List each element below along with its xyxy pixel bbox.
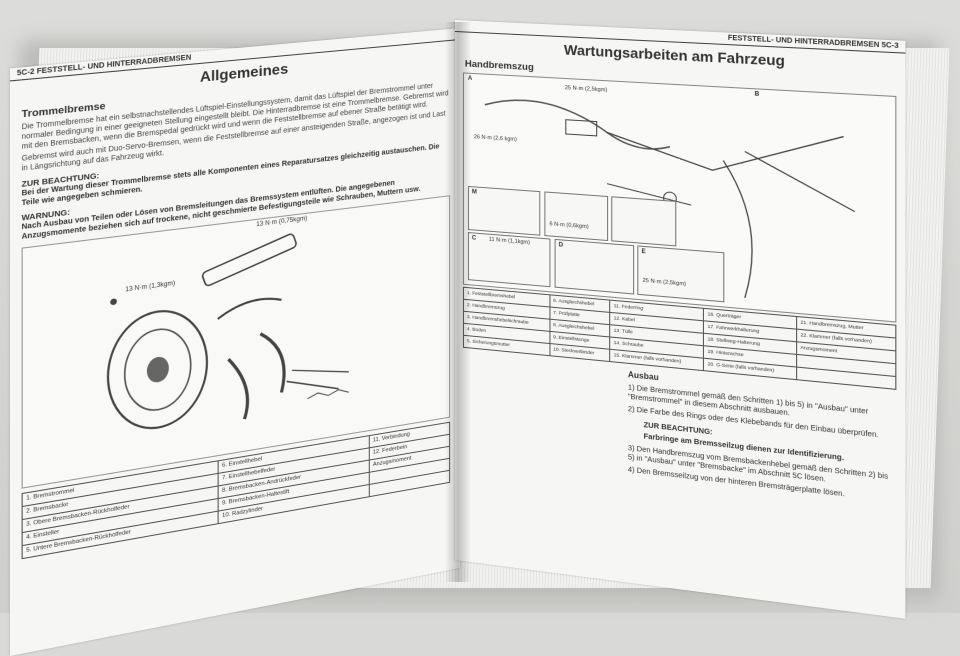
- drum-brake-illustration: [23, 196, 449, 487]
- inset-label-d: D: [558, 242, 564, 249]
- right-page: FESTSTELL- UND HINTERRADBREMSEN 5C-3 War…: [455, 20, 906, 619]
- inset-label-m: M: [471, 189, 477, 196]
- torque-label-c: 6 N·m (0,6kgm): [549, 221, 589, 231]
- inset-label-c: C: [471, 235, 477, 242]
- torque-label-d: 11 N·m (1,1kgm): [488, 236, 530, 247]
- inset-cable: [611, 196, 677, 247]
- inset-c: C 11 N·m (1,1kgm): [467, 232, 551, 288]
- inset-bolt: 6 N·m (0,6kgm): [544, 191, 609, 242]
- torque-label-e: 25 N·m (2,5kgm): [642, 277, 687, 288]
- inset-label-a: A: [467, 75, 473, 82]
- inset-label-b: B: [754, 91, 760, 98]
- drum-brake-exploded-diagram: 13 N·m (0,75kgm) 13 N·m (1,3kgm): [21, 194, 451, 489]
- inset-d: D: [554, 238, 635, 295]
- left-page: 5C-2 FESTSTELL- UND HINTERRADBREMSEN All…: [9, 28, 460, 656]
- parking-brake-cable-diagram: A B 25 N·m (2,5kgm) 26 N·m (2,6 kgm) M 6…: [462, 72, 897, 323]
- inset-m: M: [467, 185, 541, 236]
- inset-label-e: E: [641, 248, 646, 256]
- inset-e: E 25 N·m (2,5kgm): [637, 245, 725, 303]
